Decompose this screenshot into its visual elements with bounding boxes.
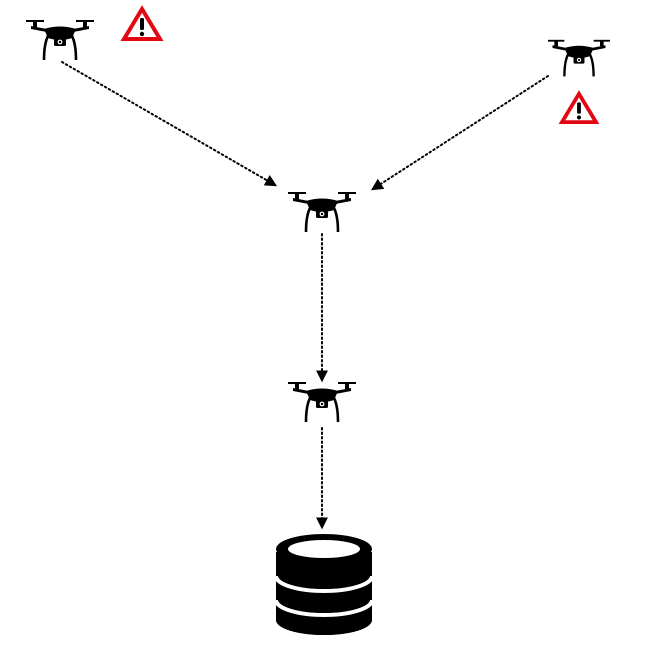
drone-icon <box>24 18 96 62</box>
edges <box>61 61 549 530</box>
drone-icon <box>546 38 612 78</box>
node-drone-top-left <box>24 18 96 62</box>
drone-icon <box>286 190 358 234</box>
edge-top-right-to-relay <box>370 75 549 191</box>
edge-top-left-to-relay <box>61 61 278 187</box>
node-data-store <box>274 534 374 635</box>
node-drone-top-right <box>546 38 612 78</box>
warning-triangle-icon <box>122 7 162 41</box>
warning-triangle-icon <box>560 91 598 125</box>
node-drone-relay <box>286 190 358 234</box>
database-icon <box>274 534 374 635</box>
drone-icon <box>286 380 358 424</box>
node-drone-gateway <box>286 380 358 424</box>
